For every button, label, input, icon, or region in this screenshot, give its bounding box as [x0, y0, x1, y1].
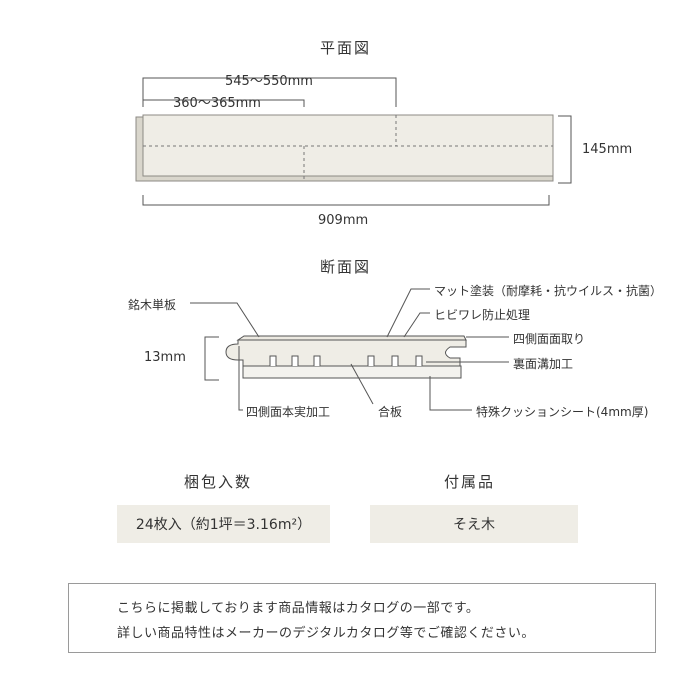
accessory-value-box: そえ木 — [370, 505, 578, 543]
dim-width-label: 145mm — [582, 142, 633, 157]
veneer-top — [236, 335, 467, 341]
dim-thickness-label: 13mm — [144, 350, 186, 365]
notice-line-1: こちらに掲載しております商品情報はカタログの一部です。 — [117, 601, 480, 616]
label-matte-coating: マット塗装（耐摩耗・抗ウイルス・抗菌） — [434, 284, 663, 298]
plank-joint-lines — [143, 115, 553, 181]
accessory-title: 付属品 — [444, 473, 496, 491]
dim-length-label: 909mm — [318, 213, 369, 228]
label-veneer: 銘木単板 — [128, 298, 177, 312]
label-chamfer: 四側面面取り — [513, 332, 586, 346]
plan-view-title: 平面図 — [320, 39, 372, 57]
packing-title: 梱包入数 — [184, 473, 253, 491]
notice-line-2: 詳しい商品特性はメーカーのデジタルカタログ等でご確認ください。 — [117, 626, 535, 641]
section-view-title: 断面図 — [320, 258, 372, 276]
label-tongue-groove: 四側面本実加工 — [246, 405, 331, 419]
leader-lines — [190, 288, 509, 411]
dimension-lines-top — [142, 77, 397, 107]
label-plywood: 合板 — [378, 405, 403, 419]
dimension-line-thickness — [204, 336, 219, 381]
packing-value-box: 24枚入（約1坪＝3.16m²） — [117, 505, 330, 543]
dimension-line-length — [142, 195, 550, 206]
plywood-core — [225, 339, 467, 367]
dim-offset-label: 545〜550mm — [225, 74, 313, 89]
packing-value: 24枚入（約1坪＝3.16m²） — [135, 517, 312, 533]
label-cushion-sheet: 特殊クッションシート(4mm厚) — [476, 405, 649, 419]
accessory-value: そえ木 — [453, 517, 495, 533]
notice-box: こちらに掲載しております商品情報はカタログの一部です。 詳しい商品特性はメーカー… — [68, 583, 656, 653]
dimension-line-width — [558, 115, 572, 184]
label-back-groove: 裏面溝加工 — [513, 357, 574, 371]
back-grooves — [269, 355, 423, 366]
dim-short-label: 360〜365mm — [173, 96, 261, 111]
label-crack-prevention: ヒビワレ防止処理 — [434, 308, 531, 322]
cushion-sheet — [242, 365, 462, 379]
